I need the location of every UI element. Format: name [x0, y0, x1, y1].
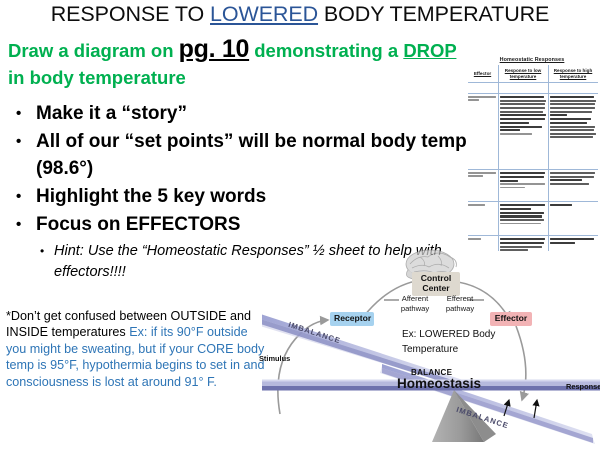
list-item-text: Highlight the 5 key words	[36, 186, 267, 207]
imbalance-beam-upper	[262, 314, 474, 391]
table-cell-effector	[468, 238, 496, 248]
title-after: BODY TEMPERATURE	[318, 2, 550, 26]
table-cell-high	[550, 172, 596, 198]
list-item-sub: • Hint: Use the “Homeostatic Responses” …	[8, 241, 468, 283]
node-receptor[interactable]: Receptor	[330, 312, 374, 326]
table-cell-low	[500, 96, 546, 166]
node-control-center[interactable]: Control Center	[412, 272, 460, 296]
list-item-text: All of our “set points” will be normal b…	[36, 131, 467, 179]
afferent-pathway-label: Afferent pathway	[400, 294, 430, 313]
fulcrum-pyramid	[432, 390, 496, 442]
table-cell-high	[550, 96, 596, 166]
stimulus-label: Stimulus	[259, 354, 291, 363]
balance-label: BALANCE	[411, 368, 453, 377]
table-row-divider	[468, 235, 598, 236]
table-column-divider	[498, 65, 499, 251]
table-title: Homeostatic Responses	[499, 57, 565, 63]
table-row-divider	[468, 82, 598, 83]
table-cell-high	[550, 204, 596, 234]
bullet-list: • Make it a “story” • All of our “set po…	[8, 100, 468, 283]
list-item: • Focus on EFFECTORS	[8, 211, 468, 238]
tick-arrow-1	[503, 398, 511, 417]
list-item-text: Focus on EFFECTORS	[36, 214, 241, 235]
table-row-divider	[468, 93, 598, 94]
table-cell-low	[500, 172, 546, 198]
response-label: Response	[566, 382, 600, 391]
tick-arrow-2	[532, 398, 540, 419]
table-cell-effector	[468, 96, 496, 110]
list-item: • Make it a “story”	[8, 100, 468, 127]
table-cell-low	[500, 238, 546, 252]
bullet-marker-icon: •	[40, 244, 45, 258]
bullet-marker-icon: •	[16, 133, 22, 150]
diagram-vector-layer	[262, 249, 600, 444]
homeostatic-responses-table-image: Homeostatic Responses Effector Response …	[466, 56, 598, 252]
table-cell-low	[500, 204, 546, 234]
instruction-lead: Draw a diagram on pg. 10 demonstrating a…	[8, 36, 458, 91]
table-row-divider	[468, 201, 598, 202]
homeostasis-diagram: Control Center Receptor Effector Afferen…	[259, 248, 600, 451]
lead-part1: Draw a diagram on	[8, 40, 179, 61]
lead-part2: demonstrating a	[249, 40, 404, 61]
response-arrow	[515, 325, 529, 402]
footnote-black-text: *Don’t get confused between OUTSIDE and …	[6, 309, 252, 340]
example-annotation: Ex: LOWERED Body Temperature	[402, 329, 496, 355]
balance-beam	[262, 379, 600, 391]
page-title: RESPONSE TO LOWERED BODY TEMPERATURE	[0, 2, 600, 27]
table-column-divider	[548, 65, 549, 251]
table-cell-effector	[468, 204, 496, 214]
bullet-marker-icon: •	[16, 105, 22, 122]
efferent-pathway-label: Efferent pathway	[445, 294, 475, 313]
node-effector-label: Effector	[494, 313, 528, 323]
table-cell-high	[550, 238, 596, 252]
footnote-blue-text: Ex: if its 90°F outside you might be swe…	[6, 325, 265, 389]
bullet-marker-icon: •	[16, 216, 22, 233]
table-grid: Effector Response to low temperature Res…	[466, 65, 598, 252]
bullet-marker-icon: •	[16, 188, 22, 205]
list-item: • All of our “set points” will be normal…	[8, 128, 468, 182]
list-item: • Highlight the 5 key words	[8, 183, 468, 210]
homeostasis-label: Homeostasis	[397, 376, 482, 391]
table-header-effector: Effector	[473, 71, 492, 76]
page-reference: pg. 10	[178, 35, 250, 63]
table-row-divider	[468, 169, 598, 170]
lead-drop-emphasis: DROP	[403, 40, 457, 61]
lead-part3: in body temperature	[8, 67, 186, 88]
table-header-response-low: Response to low temperature	[504, 68, 542, 79]
node-receptor-label: Receptor	[334, 313, 372, 323]
node-control-center-label: Control Center	[420, 273, 452, 293]
list-item-text: Make it a “story”	[36, 103, 187, 124]
footnote-paragraph: *Don’t get confused between OUTSIDE and …	[6, 308, 268, 390]
title-highlight-lowered: LOWERED	[210, 2, 319, 26]
table-header-response-high: Response to high temperature	[553, 68, 593, 79]
list-item-text: Hint: Use the “Homeostatic Responses” ½ …	[54, 243, 442, 280]
title-before: RESPONSE TO	[50, 2, 211, 26]
node-effector[interactable]: Effector	[490, 312, 532, 326]
table-cell-effector	[468, 172, 496, 186]
